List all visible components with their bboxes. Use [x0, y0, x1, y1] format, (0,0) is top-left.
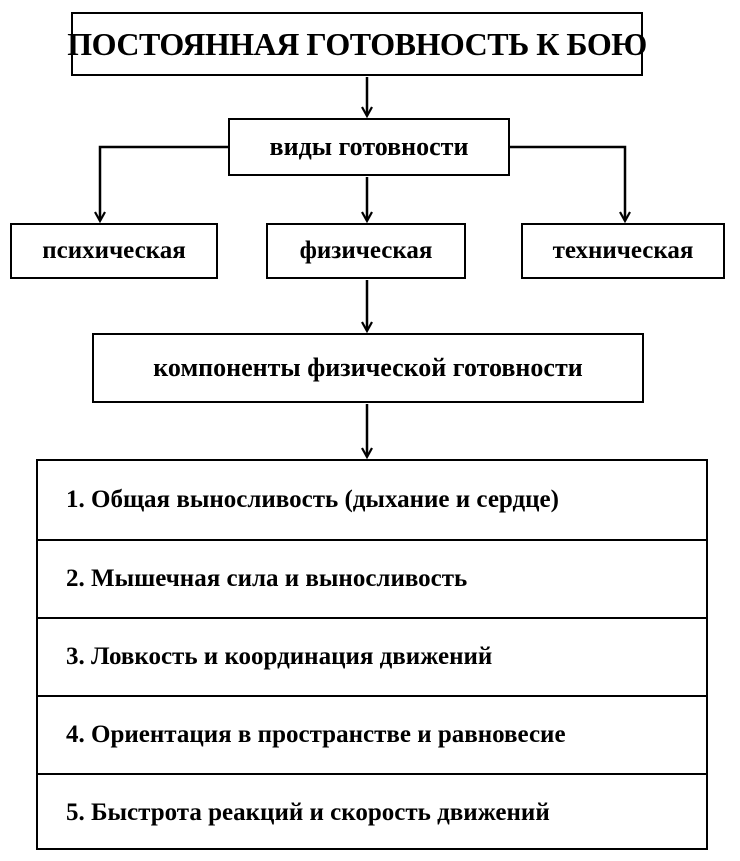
components-list: 1. Общая выносливость (дыхание и сердце)…: [36, 459, 708, 850]
title-box: ПОСТОЯННАЯ ГОТОВНОСТЬ К БОЮ: [67, 12, 647, 76]
list-item: 4. Ориентация в пространстве и равновеси…: [38, 695, 706, 773]
component-2-text: 2. Мышечная сила и выносливость: [66, 565, 468, 592]
type-physical-text: физическая: [299, 237, 433, 264]
type-psychological-box: психическая: [10, 223, 218, 279]
type-technical-text: техническая: [552, 237, 694, 264]
component-4-text: 4. Ориентация в пространстве и равновеси…: [66, 721, 566, 748]
types-header-box: виды готовности: [228, 118, 510, 176]
list-item: 1. Общая выносливость (дыхание и сердце): [38, 461, 706, 539]
components-header-text: компоненты физической готовности: [153, 353, 583, 382]
components-header-box: компоненты физической готовности: [92, 333, 644, 403]
list-item: 2. Мышечная сила и выносливость: [38, 539, 706, 617]
component-1-text: 1. Общая выносливость (дыхание и сердце): [66, 486, 559, 513]
type-physical-box: физическая: [266, 223, 466, 279]
list-item: 3. Ловкость и координация движений: [38, 617, 706, 695]
type-technical-box: техническая: [521, 223, 725, 279]
arrow-types-to-psych: [100, 145, 228, 221]
list-item: 5. Быстрота реакций и скорость движений: [38, 773, 706, 851]
type-psychological-text: психическая: [42, 237, 186, 264]
title-text: ПОСТОЯННАЯ ГОТОВНОСТЬ К БОЮ: [67, 25, 647, 62]
types-header-text: виды готовности: [269, 132, 469, 161]
component-5-text: 5. Быстрота реакций и скорость движений: [66, 799, 550, 826]
arrow-types-to-tech: [510, 145, 625, 221]
component-3-text: 3. Ловкость и координация движений: [66, 643, 493, 670]
